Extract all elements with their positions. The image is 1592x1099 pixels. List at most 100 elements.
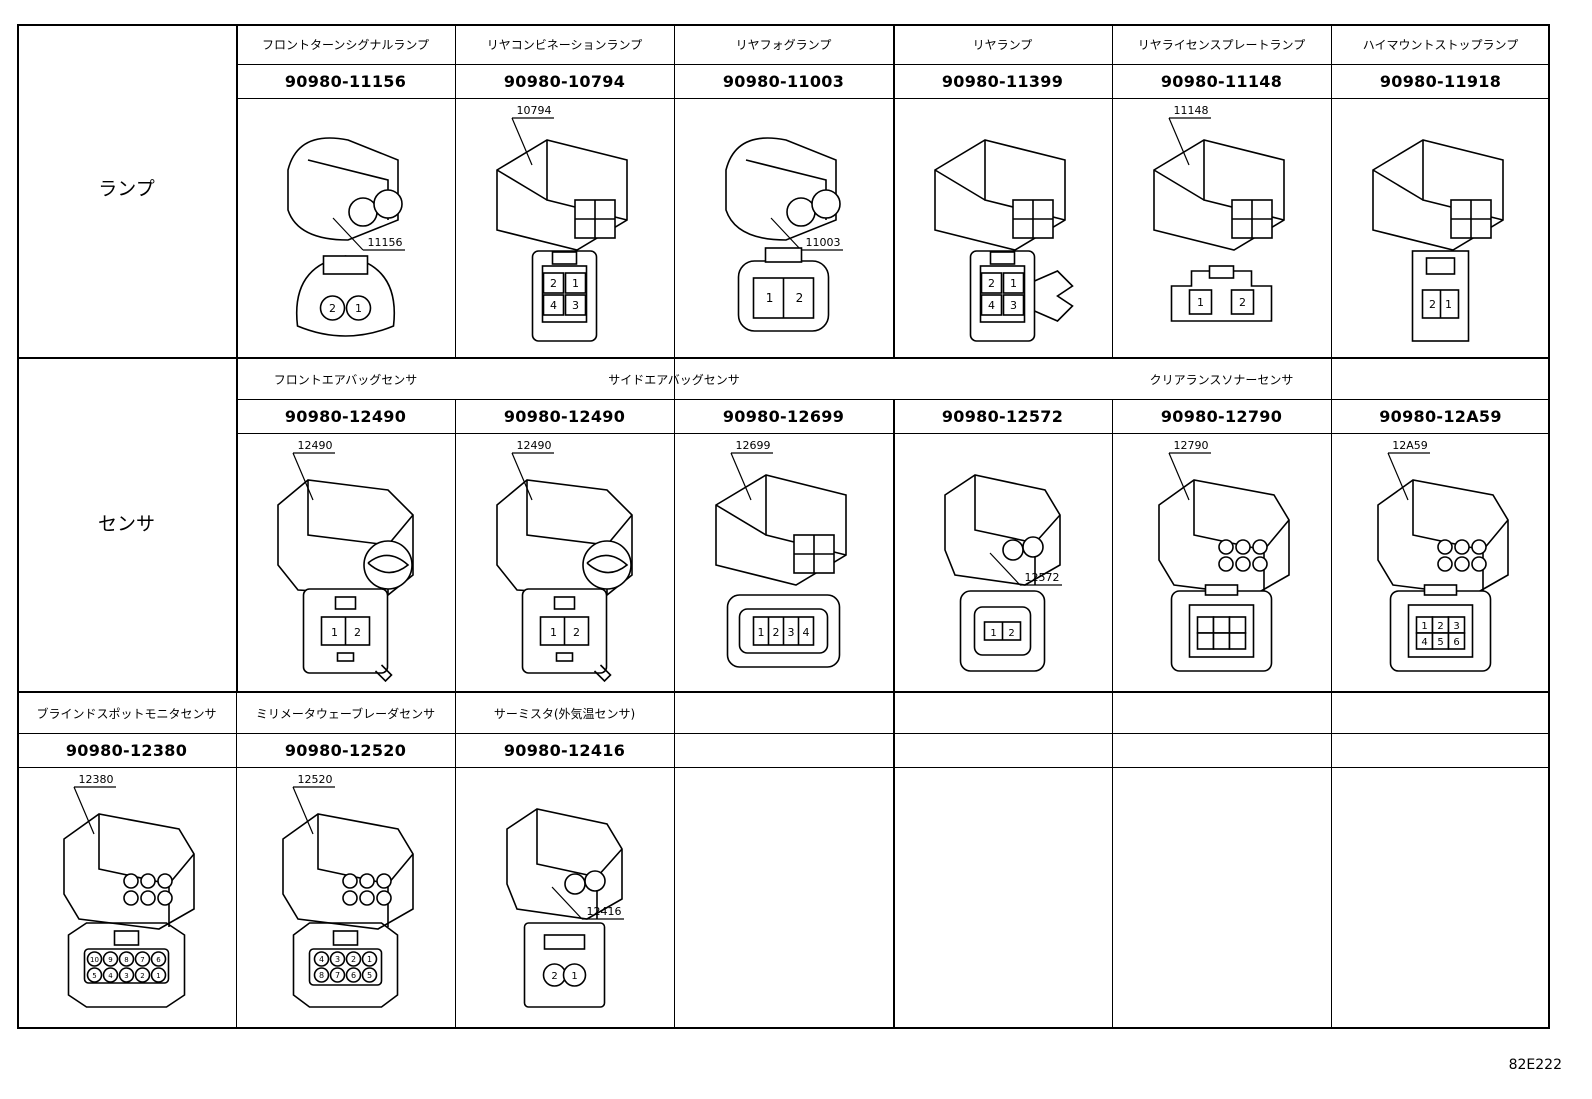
figure-reference: 82E222 xyxy=(1508,1057,1562,1073)
svg-text:1: 1 xyxy=(990,628,996,639)
svg-text:1: 1 xyxy=(1197,296,1204,309)
connector-housing-sketch xyxy=(1372,139,1504,251)
column-divider xyxy=(1331,359,1332,693)
connector-name: ハイマウントストップランプ xyxy=(1362,38,1519,52)
part-callout: 11156 xyxy=(368,236,403,249)
column-divider xyxy=(236,24,238,359)
table-border-bottom xyxy=(17,1027,1550,1029)
part-number: 90980-11148 xyxy=(1160,72,1283,91)
connector-housing-sketch xyxy=(287,137,403,241)
svg-text:3: 3 xyxy=(788,626,795,639)
svg-text:3: 3 xyxy=(124,972,128,980)
part-callout: 12572 xyxy=(1025,571,1060,584)
connector-name: リヤコンビネーションランプ xyxy=(486,38,643,52)
part-number: 90980-11399 xyxy=(941,72,1064,91)
column-divider xyxy=(893,24,895,359)
svg-text:2: 2 xyxy=(550,277,557,290)
column-divider xyxy=(236,693,237,1029)
svg-text:2: 2 xyxy=(551,971,557,982)
svg-text:2: 2 xyxy=(140,972,144,980)
table-border-right xyxy=(1548,24,1550,1029)
svg-text:3: 3 xyxy=(1010,299,1017,312)
svg-text:4: 4 xyxy=(988,299,995,312)
svg-text:5: 5 xyxy=(92,972,96,980)
svg-text:4: 4 xyxy=(319,955,324,964)
row-label-lamp: ランプ xyxy=(98,178,155,200)
svg-text:2: 2 xyxy=(1429,298,1436,311)
svg-text:3: 3 xyxy=(1453,621,1459,632)
svg-text:2: 2 xyxy=(354,626,361,639)
part-callout: 10794 xyxy=(517,104,552,117)
column-divider xyxy=(1112,24,1113,359)
part-callout: 12A59 xyxy=(1392,439,1428,452)
connector-housing-sketch xyxy=(1158,479,1290,596)
part-number: 90980-11918 xyxy=(1379,72,1502,91)
part-number: 90980-12380 xyxy=(65,741,188,760)
part-number: 90980-12A59 xyxy=(1379,407,1502,426)
svg-text:2: 2 xyxy=(329,302,336,315)
svg-text:3: 3 xyxy=(335,955,340,964)
part-callout: 12416 xyxy=(587,905,622,918)
column-divider xyxy=(1112,399,1113,693)
header-divider xyxy=(17,767,1550,768)
column-divider xyxy=(455,399,456,693)
svg-text:4: 4 xyxy=(550,299,557,312)
svg-text:6: 6 xyxy=(1453,637,1459,648)
part-number: 90980-12790 xyxy=(1160,407,1283,426)
svg-text:6: 6 xyxy=(156,956,161,964)
part-number: 90980-11156 xyxy=(284,72,407,91)
svg-text:4: 4 xyxy=(803,626,810,639)
svg-text:7: 7 xyxy=(140,956,144,964)
part-number: 90980-11003 xyxy=(722,72,845,91)
svg-text:1: 1 xyxy=(367,955,372,964)
connector-name: リヤランプ xyxy=(972,38,1033,52)
svg-text:2: 2 xyxy=(1239,296,1246,309)
connector-housing-sketch xyxy=(725,137,841,241)
part-number: 90980-12520 xyxy=(284,741,407,760)
part-number: 90980-12490 xyxy=(284,407,407,426)
header-divider xyxy=(236,98,1550,99)
band-divider xyxy=(17,357,1550,359)
sensor-group-name: フロントエアバッグセンサ xyxy=(273,373,418,387)
part-callout: 11148 xyxy=(1174,104,1209,117)
connector-housing-sketch xyxy=(496,479,633,596)
column-divider xyxy=(674,24,675,359)
header-divider xyxy=(17,733,1550,734)
connector-housing-sketch xyxy=(496,139,628,251)
svg-text:1: 1 xyxy=(766,291,774,305)
connector-face xyxy=(1170,584,1273,672)
svg-text:10: 10 xyxy=(90,956,99,964)
connector-housing-sketch xyxy=(944,474,1061,586)
svg-text:2: 2 xyxy=(796,291,804,305)
band-divider xyxy=(17,691,1550,693)
svg-text:8: 8 xyxy=(124,956,128,964)
svg-text:4: 4 xyxy=(1421,637,1427,648)
svg-text:2: 2 xyxy=(1437,621,1443,632)
svg-text:1: 1 xyxy=(572,277,579,290)
svg-text:1: 1 xyxy=(571,971,577,982)
part-callout: 12380 xyxy=(79,773,114,786)
connector-name: ミリメータウェーブレーダセンサ xyxy=(255,707,436,721)
svg-text:1: 1 xyxy=(1445,298,1452,311)
table-border-left xyxy=(17,24,19,1029)
column-divider xyxy=(893,399,895,693)
connector-name: リヤライセンスプレートランプ xyxy=(1137,38,1306,52)
part-number: 90980-12699 xyxy=(722,407,845,426)
svg-text:8: 8 xyxy=(319,971,324,980)
